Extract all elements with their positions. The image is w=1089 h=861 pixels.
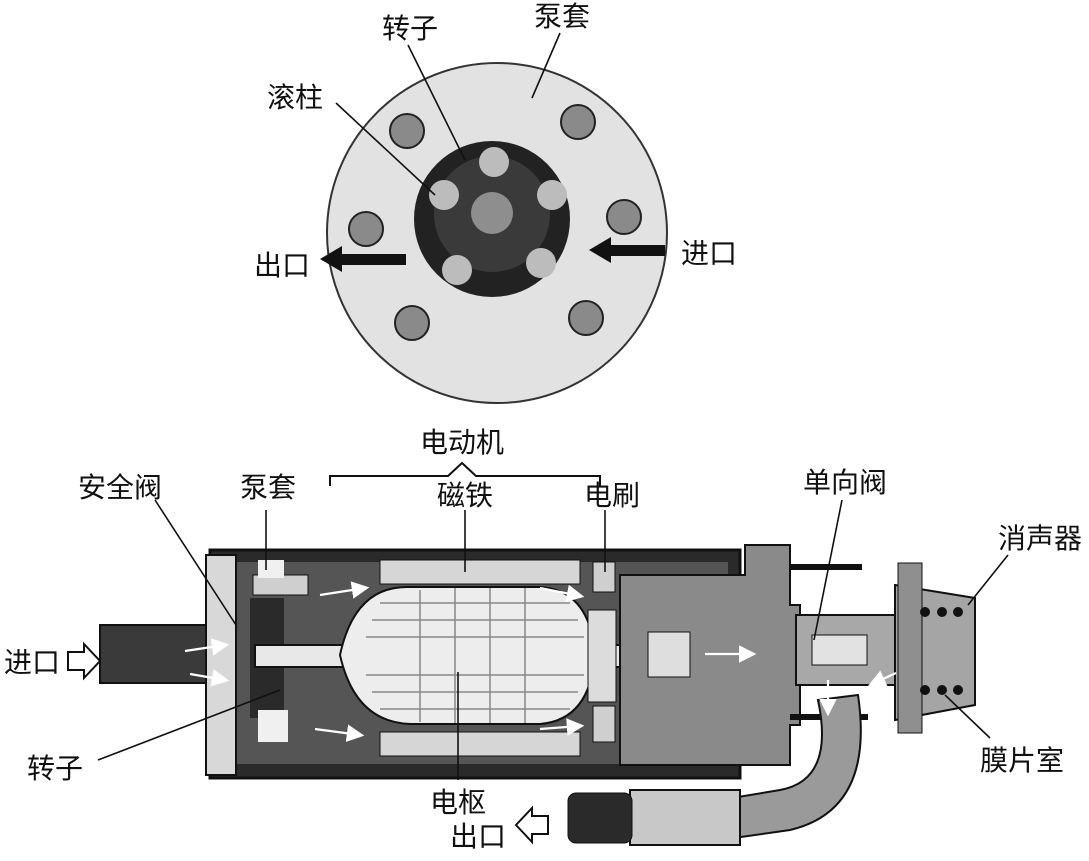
- label-outlet: 出口: [450, 820, 506, 853]
- label-pump-sleeve: 泵套: [240, 471, 296, 504]
- muffler-flange: [897, 562, 923, 734]
- label-diaphragm-chamber: 膜片室: [980, 744, 1064, 777]
- motor-bracket: [329, 461, 601, 486]
- rollers: [429, 147, 567, 285]
- roller: [537, 180, 567, 210]
- flow-arrows: [184, 581, 897, 742]
- label-safety-valve: 安全阀: [78, 471, 162, 504]
- leader-safety-valve: [154, 499, 237, 626]
- leader-roller: [335, 102, 436, 196]
- label-motor: 电动机: [420, 426, 504, 459]
- outlet-hose: [567, 792, 633, 844]
- label-inlet: 进口: [4, 646, 60, 679]
- label-check-valve: 单向阀: [803, 466, 887, 499]
- sleeve-holes: [348, 104, 642, 341]
- magnet-bottom: [379, 731, 581, 757]
- roller: [429, 180, 459, 210]
- label-magnet: 磁铁: [437, 479, 493, 512]
- fuel-pump-cutaway: 电动机 安全阀 泵套 磁铁 电刷 单向阀 消声器 进口 转子 电枢 膜片室 出口: [4, 426, 1082, 853]
- roller-pump-cross-section: 转子 泵套 滚柱 出口 进口: [254, 0, 737, 404]
- rotor-hub: [471, 192, 513, 234]
- label-rotor: 转子: [27, 752, 83, 785]
- outlet-connector: [629, 789, 741, 846]
- brush-bottom: [592, 705, 616, 743]
- label-pump-sleeve: 泵套: [534, 0, 590, 33]
- armature-windings: [366, 588, 584, 723]
- label-inlet: 进口: [681, 237, 737, 270]
- brush-top: [592, 561, 616, 593]
- leader-muffler: [967, 554, 1009, 606]
- roller: [526, 248, 556, 278]
- outlet-pipe: [719, 693, 862, 842]
- label-outlet: 出口: [254, 249, 310, 282]
- sleeve-hole: [560, 104, 596, 140]
- label-rotor: 转子: [382, 12, 438, 45]
- inlet-hollow-arrow: [67, 641, 102, 681]
- leader-diaphragm: [944, 694, 991, 739]
- roller: [479, 147, 509, 177]
- sleeve-hole: [606, 199, 642, 235]
- commutator: [587, 609, 617, 703]
- check-valve-spring: [811, 634, 868, 666]
- sleeve-hole: [389, 113, 425, 149]
- outlet-arrow: [320, 246, 406, 272]
- left-end-cap: [205, 554, 237, 776]
- leader-check-valve: [813, 499, 843, 641]
- label-roller: 滚柱: [267, 81, 323, 114]
- leader-rotor: [407, 44, 466, 161]
- outlet-hollow-arrow: [514, 805, 549, 845]
- label-armature: 电枢: [430, 786, 486, 819]
- leader-rotor: [97, 689, 281, 761]
- sleeve-hole: [394, 305, 430, 341]
- leader-pump-sleeve: [531, 32, 561, 99]
- inlet-arrow: [589, 237, 665, 263]
- muffler-holes: [920, 607, 963, 695]
- armature: [338, 585, 597, 725]
- label-brush: 电刷: [584, 479, 640, 512]
- sleeve-hole: [348, 211, 384, 247]
- label-muffler: 消声器: [998, 522, 1082, 555]
- sleeve-hole: [568, 300, 604, 336]
- roller: [442, 255, 472, 285]
- magnet-top: [379, 559, 581, 585]
